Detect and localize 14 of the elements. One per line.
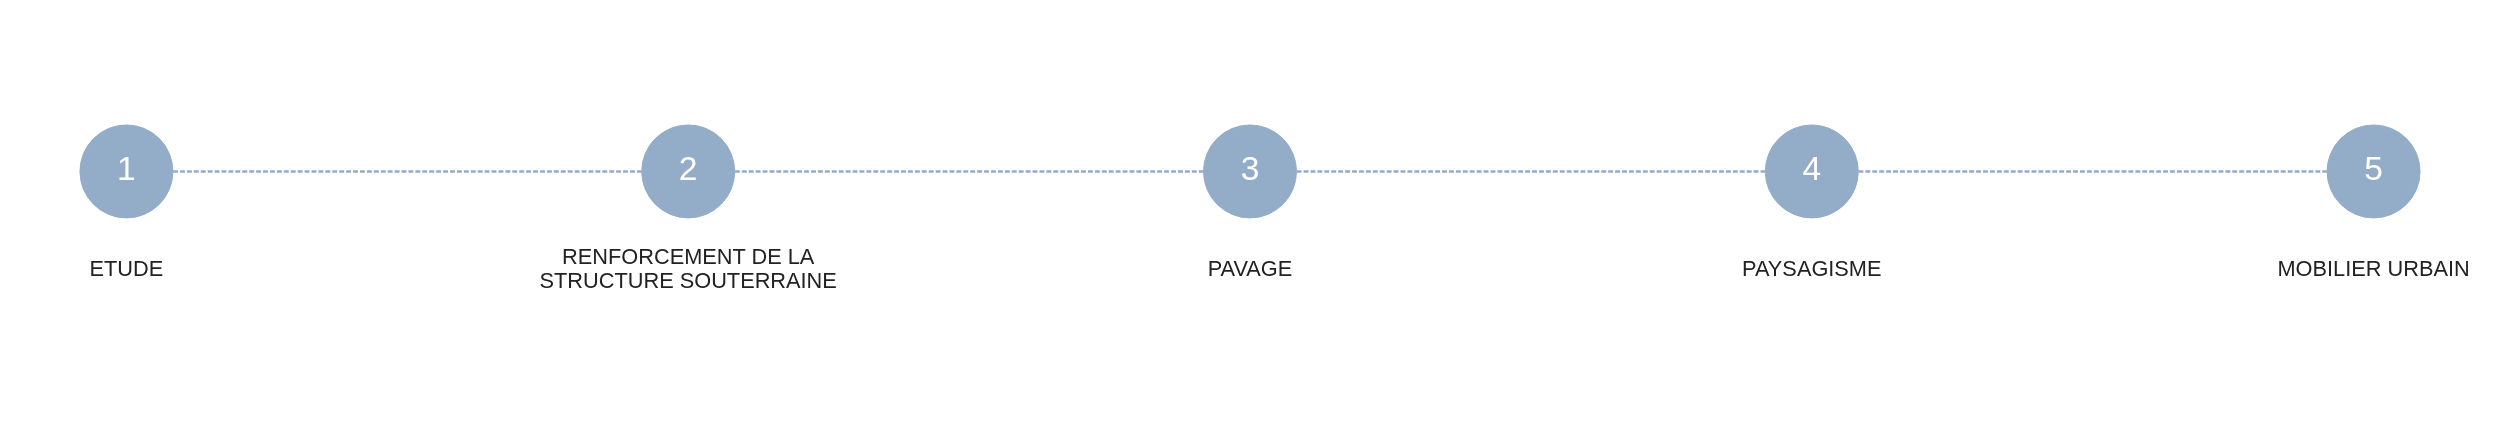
node-circle: 4: [1764, 124, 1859, 219]
connector: [1858, 170, 2328, 173]
node-label: RENFORCEMENT DE LA STRUCTURE SOUTERRAINE: [539, 244, 837, 293]
node-label: ETUDE: [89, 255, 164, 281]
node-circle: 2: [641, 124, 736, 219]
connector: [173, 170, 642, 173]
node-label: MOBILIER URBAIN: [2277, 255, 2470, 281]
node-circle: 1: [79, 124, 174, 219]
node-circle: 3: [1203, 124, 1297, 219]
node-circle: 5: [2326, 124, 2421, 219]
connector: [1296, 170, 1766, 173]
connector: [734, 170, 1204, 173]
node-label: PAYSAGISME: [1742, 255, 1882, 281]
node-label: PAVAGE: [1207, 255, 1293, 281]
